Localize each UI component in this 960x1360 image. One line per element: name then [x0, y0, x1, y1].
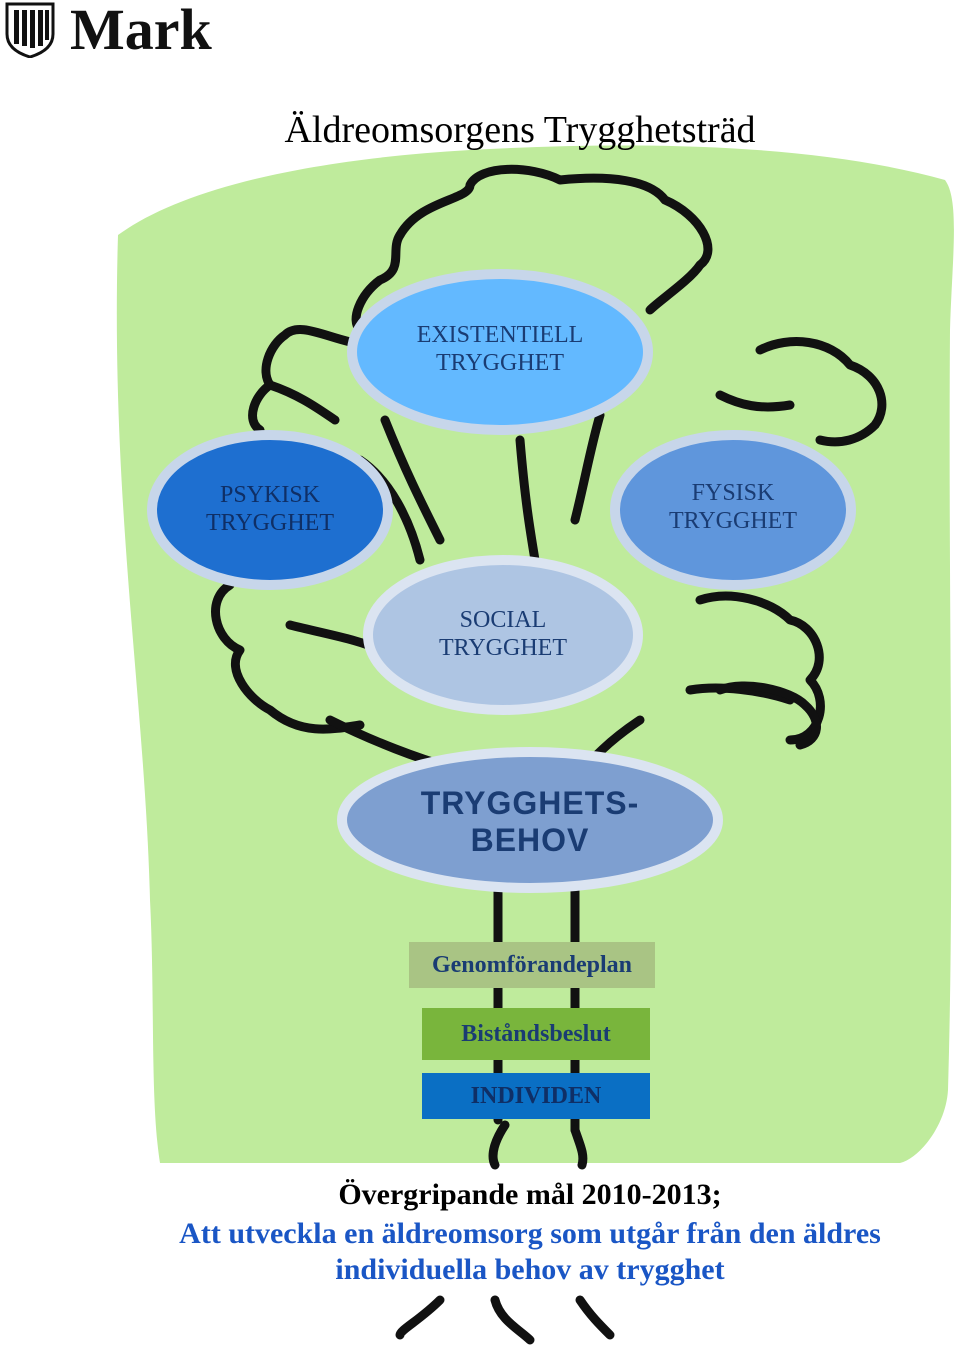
- oval-behov: [337, 747, 723, 893]
- coat-of-arms-logo: [5, 2, 55, 58]
- genomforandeplan-box: Genomförandeplan: [409, 942, 655, 988]
- footer-line-2: Att utveckla en äldreomsorg som utgår fr…: [179, 1217, 881, 1250]
- social-label: SOCIAL TRYGGHET: [439, 607, 567, 661]
- oval-fysisk: [610, 430, 856, 590]
- brand-name: Mark: [70, 0, 212, 62]
- fysisk-label: FYSISK TRYGGHET: [669, 480, 797, 534]
- oval-existentiell: [347, 269, 653, 435]
- psykisk-label: PSYKISK TRYGGHET: [206, 482, 334, 536]
- individen-box: INDIVIDEN: [422, 1073, 650, 1119]
- footer-line-1: Övergripande mål 2010-2013;: [338, 1178, 722, 1211]
- bistandsbeslut-box: Biståndsbeslut: [422, 1008, 650, 1060]
- footer-line-3: individuella behov av trygghet: [335, 1253, 725, 1286]
- behov-label: TRYGGHETS- BEHOV: [420, 785, 640, 858]
- oval-social: [363, 555, 643, 715]
- oval-psykisk: [147, 430, 393, 590]
- footer-goal: Övergripande mål 2010-2013; Att utveckla…: [0, 1178, 960, 1288]
- diagram-title: Äldreomsorgens Trygghetsträd: [284, 109, 756, 151]
- existentiell-label: EXISTENTIELL TRYGGHET: [416, 322, 584, 376]
